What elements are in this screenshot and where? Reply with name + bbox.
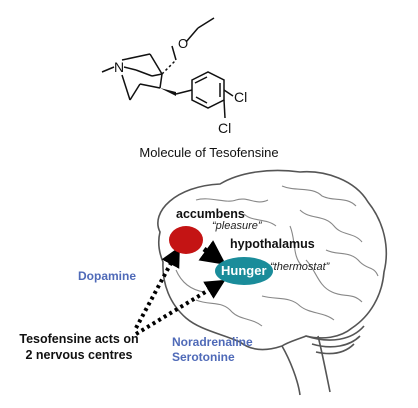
chlorine-label-bottom: Cl	[218, 120, 232, 136]
hypothalamus-label: hypothalamus	[230, 237, 315, 251]
bond-dashed	[161, 59, 177, 75]
bond	[129, 83, 141, 101]
bond	[101, 66, 115, 73]
bond	[223, 99, 226, 119]
bond	[139, 83, 161, 89]
bond	[121, 53, 151, 61]
accumbens-node	[169, 226, 203, 254]
ring-inner-bond	[194, 76, 208, 84]
bond	[159, 73, 163, 89]
bond	[197, 17, 215, 29]
molecule-caption: Molecule of Tesofensine	[139, 145, 279, 160]
brainstem	[281, 335, 331, 396]
hypothalamus-tag: “thermostat”	[270, 261, 330, 273]
benzene-ring	[191, 71, 225, 109]
hunger-label: Hunger	[221, 263, 267, 278]
bond	[171, 45, 177, 61]
bond	[151, 73, 163, 77]
ring-inner-bond	[195, 96, 208, 104]
wedge-bond	[160, 88, 176, 96]
cerebellum	[305, 325, 365, 355]
hunger-node	[215, 257, 273, 285]
arrow-accumbens-to-hunger	[198, 240, 227, 265]
bond	[149, 53, 163, 75]
dotted-arrow-to-accumbens	[134, 246, 180, 329]
dopamine-label: Dopamine	[78, 269, 137, 283]
brain-gyri	[175, 185, 379, 327]
bond	[135, 69, 153, 77]
brain-outline	[157, 169, 388, 351]
tesofensine-action-text: Tesofensine acts on 2 nervous centres	[14, 331, 144, 364]
dotted-arrow-to-hunger	[134, 279, 226, 336]
bond	[121, 74, 131, 101]
chlorine-label-top: Cl	[234, 89, 248, 105]
action-line-2: 2 nervous centres	[25, 348, 133, 363]
bond	[185, 27, 199, 43]
noradrenaline-label: Noradrenaline	[172, 335, 253, 349]
nitrogen-label: N	[114, 59, 125, 75]
action-line-1: Tesofensine acts on	[19, 332, 139, 346]
accumbens-tag: “pleasure”	[212, 220, 262, 232]
brain-illustration	[157, 169, 388, 396]
bond	[123, 66, 137, 71]
oxygen-label: O	[178, 36, 188, 51]
serotonine-label: Serotonine	[172, 350, 235, 364]
accumbens-label: accumbens	[176, 207, 245, 221]
bond	[175, 89, 193, 95]
bond	[223, 89, 234, 97]
tesofensine-molecule	[101, 17, 234, 119]
